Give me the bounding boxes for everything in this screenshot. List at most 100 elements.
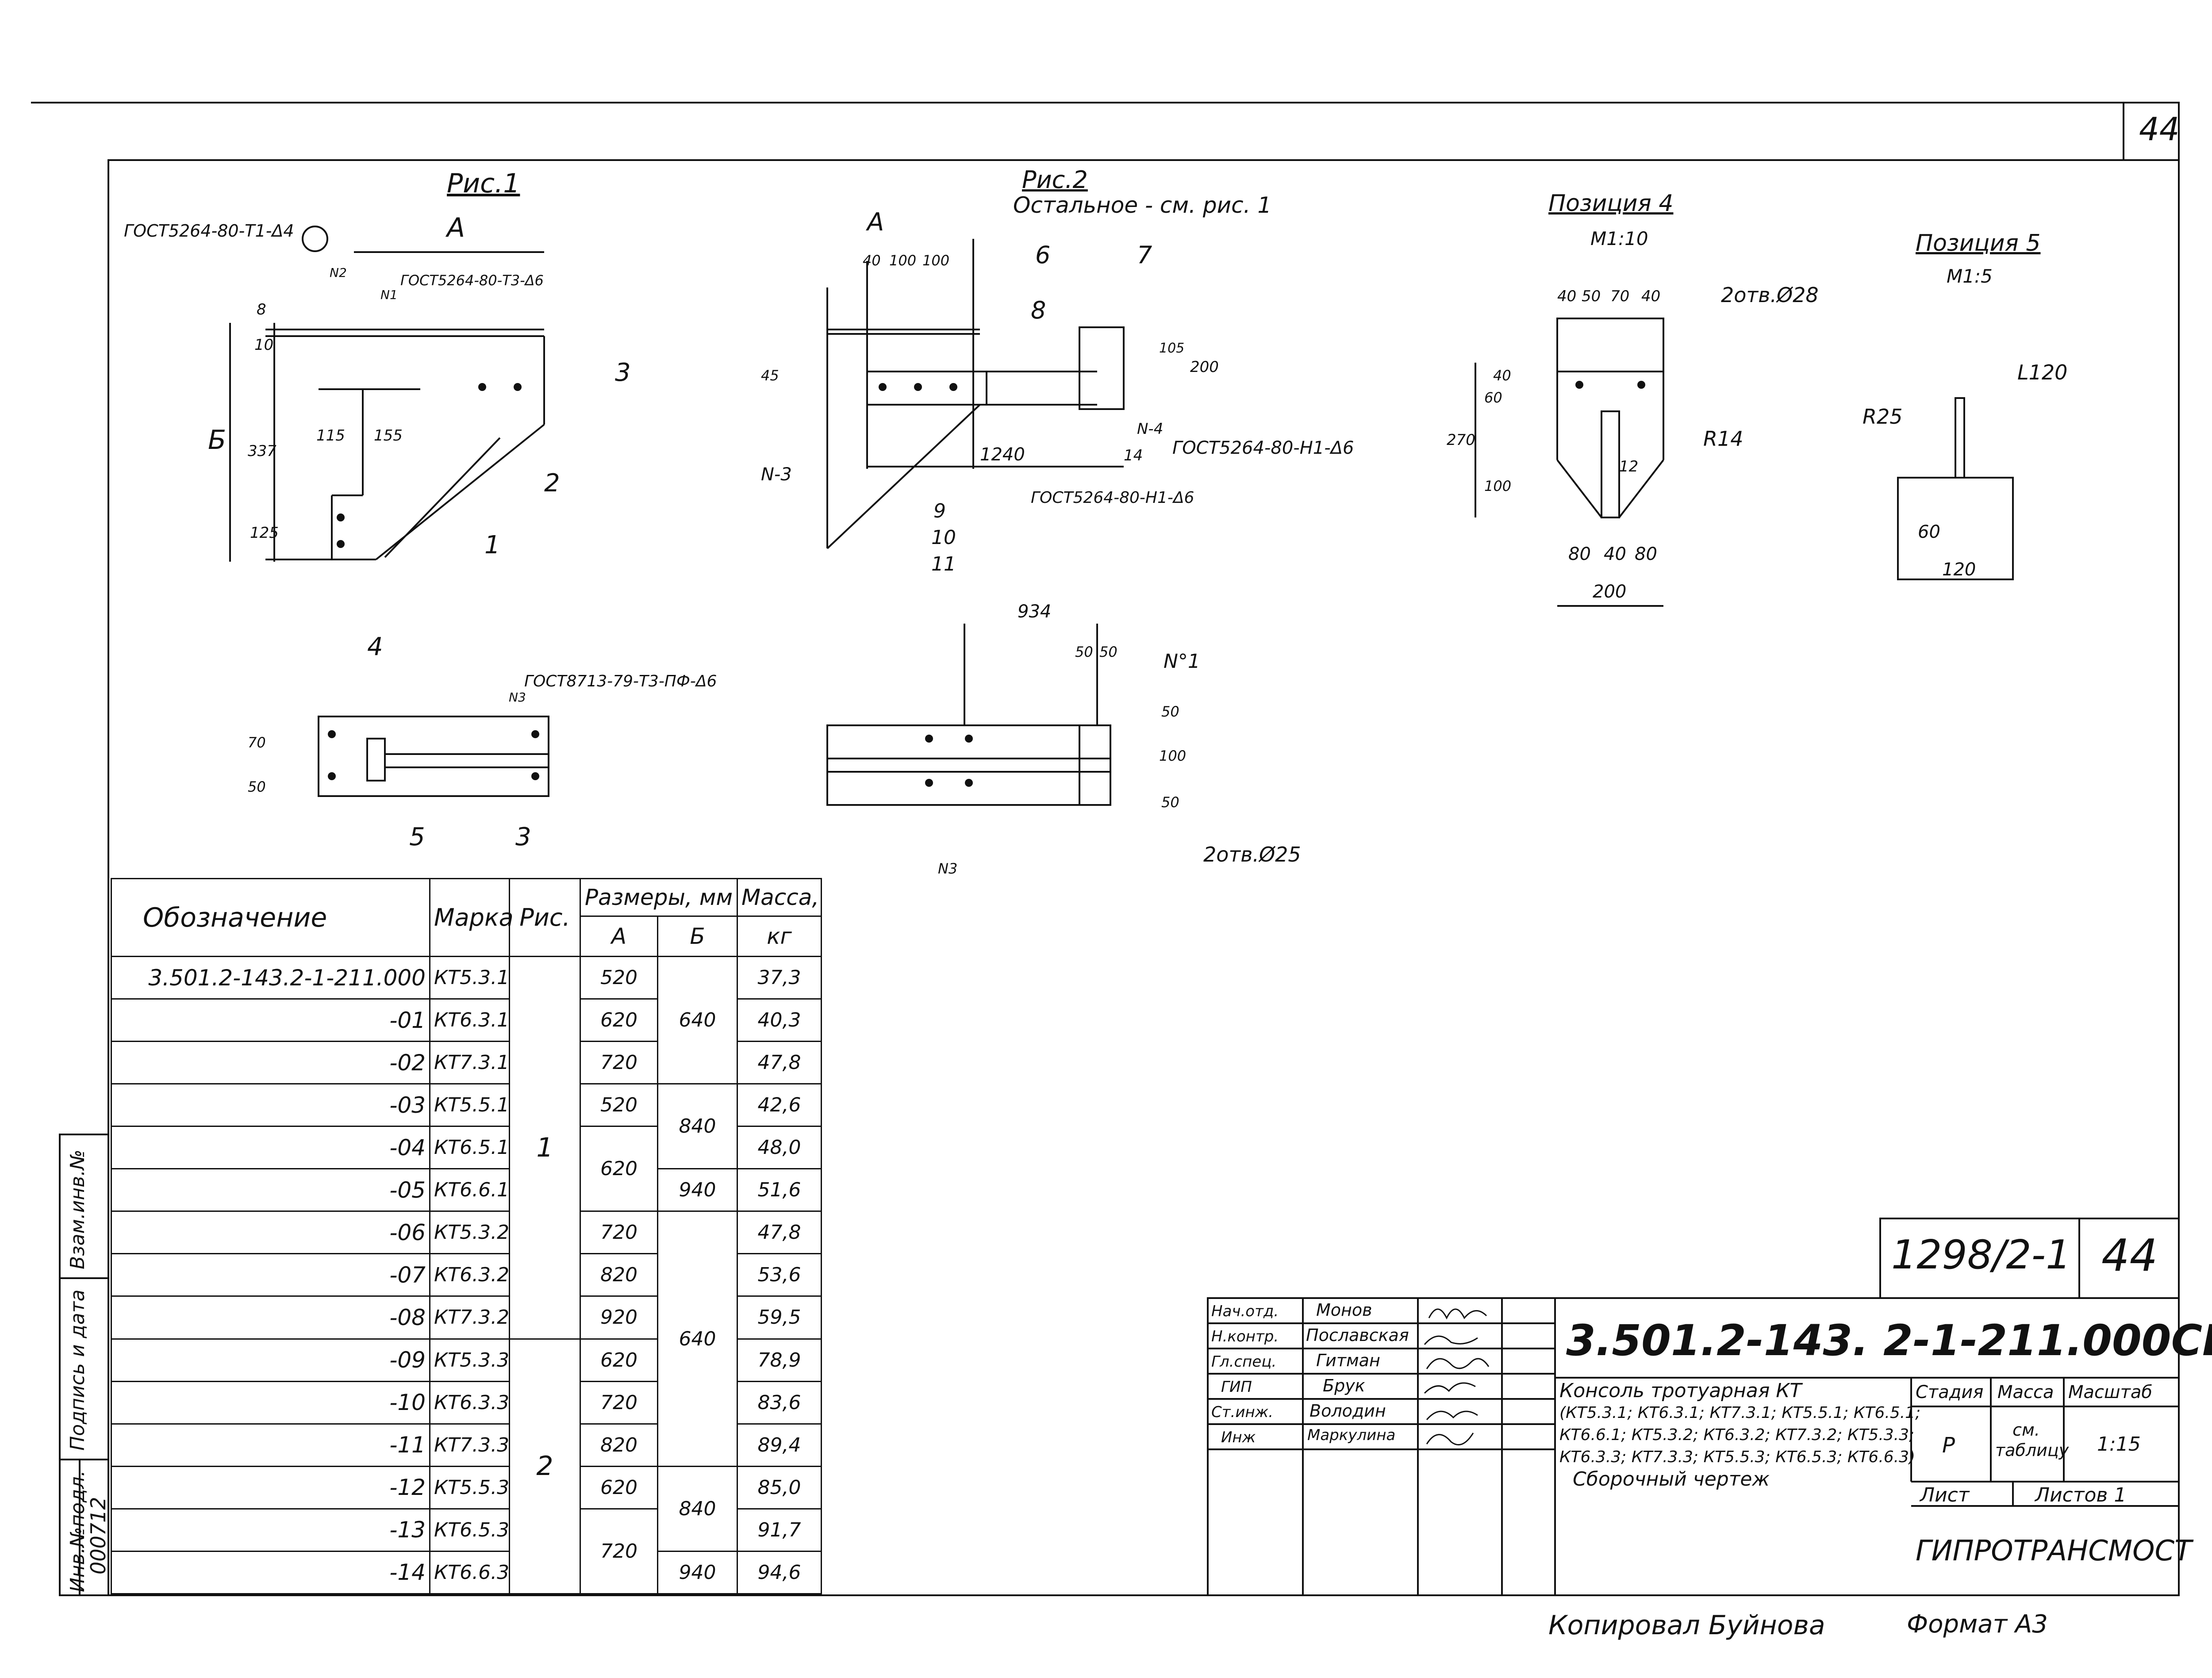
plan2-holes: 2отв.Ø25 [1203,843,1301,866]
header-designation: Обозначение [111,877,430,958]
fig1-dim-b: Б [208,425,227,456]
fig2-pos-9: 9 [933,500,946,522]
table-row-a: 820 [580,1423,658,1467]
sheet-format: Формат А3 [1907,1610,2048,1639]
table-row-a: 620 [580,1338,658,1382]
pos4-dim-4: 60 [1484,389,1502,406]
table-row-designation: -13 [111,1508,430,1552]
sign-role: Инж [1221,1429,1256,1446]
fig2-title: Рис.2 [1022,166,1088,194]
plan2-dim-1: 50 [1075,644,1093,660]
fig1-weld-mid: ГОСТ5264-80-Т3-Δ6 [400,272,544,289]
pos4-dim-5: 40 [1493,367,1511,384]
table-row-a: 920 [580,1295,658,1340]
stage-label: Стадия [1916,1382,1984,1402]
plan1-pos-4: 4 [367,632,383,661]
pos4-dim-3: 40 [1641,287,1661,305]
b-group-3: 640 [657,1211,738,1467]
sign-role: Гл.спец. [1211,1353,1277,1371]
pos5-radius: R25 [1863,405,1903,429]
pos4-dim-2: 70 [1610,287,1630,305]
table-row-designation: -08 [111,1295,430,1340]
pos5-scale: М1:5 [1947,265,1993,287]
drawing-title: Консоль тротуарная КТ (КТ5.3.1; КТ6.3.1;… [1559,1380,1920,1490]
fig2-pos-7: 7 [1137,241,1152,269]
table-row-a: 720 [580,1041,658,1085]
table-row-mark: КТ7.3.3 [429,1423,510,1467]
header-mark: Марка [429,877,514,958]
plan1-pos-5: 5 [409,823,425,851]
plan1-dim-1: 50 [248,778,266,795]
table-row-a: 620 [580,1126,658,1212]
pos4-dim-10: 40 [1604,544,1626,564]
title-line-1: Консоль тротуарная КТ [1559,1379,1802,1402]
fig2-pos-8: 8 [1031,296,1046,324]
table-row-mass: 94,6 [737,1550,822,1595]
table-row-mass: 53,6 [737,1253,822,1297]
scale-label: Масштаб [2068,1382,2153,1402]
fig2-mark-n3: N-3 [761,464,792,485]
pos4-dim-6: 270 [1447,431,1475,449]
sign-name: Монов [1316,1300,1372,1320]
table-row-designation: -07 [111,1253,430,1297]
fig1-dim-a: А [447,212,465,243]
fig2-pos-11: 11 [931,553,956,575]
header-sizes: Размеры, мм [580,877,738,917]
sign-name: Брук [1323,1376,1365,1395]
table-row-mass: 89,4 [737,1423,822,1467]
plan2-dim-2: 50 [1099,644,1118,660]
pos4-dim-9: 80 [1568,544,1591,564]
fig1-mark-n1: N1 [380,287,398,302]
fig2-weld-b: ГОСТ5264-80-Н1-Δ6 [1031,489,1194,507]
table-row-designation: -05 [111,1168,430,1212]
fig1-dim-4: 115 [316,427,345,444]
pos4-scale: М1:10 [1590,228,1648,249]
table-row-designation: -11 [111,1423,430,1467]
table-row-designation: -06 [111,1211,430,1255]
table-row-mass: 37,3 [737,956,822,1000]
fig2-dim-1: 100 [889,252,917,269]
table-row-mark: КТ5.3.2 [429,1211,510,1255]
header-size-a: А [580,916,658,958]
table-row-designation: 3.501.2-143.2-1-211.000 [111,956,430,1000]
sign-name: Пославская [1306,1326,1409,1345]
fig2-dim-7: 200 [1190,358,1219,376]
pos4-dim-0: 40 [1557,287,1577,305]
fig2-dim-a: А [867,208,884,237]
fig2-mark-n4: N-4 [1137,420,1164,438]
specification-table: Обозначение Марка Рис. Размеры, мм Масса… [111,877,822,1595]
fig2-pos-6: 6 [1035,241,1051,269]
fig1-dim-0: 8 [257,301,266,318]
table-row-a: 620 [580,998,658,1042]
document-code: 3.501.2-143. 2-1-211.000СБ [1566,1316,2212,1365]
plan2-mark-top: N°1 [1164,650,1200,673]
sign-role: ГИП [1221,1378,1252,1396]
sign-name: Гитман [1316,1351,1380,1370]
fig1-dim-3: 125 [250,524,279,542]
fig2-dim-6: 105 [1159,341,1185,356]
table-row-mass: 51,6 [737,1168,822,1212]
mass-label: Масса [1997,1382,2054,1402]
table-row-mass: 59,5 [737,1295,822,1340]
header-size-b: Б [657,916,738,958]
plan1-dim-0: 70 [248,734,266,751]
table-row-mark: КТ5.3.3 [429,1338,510,1382]
b-group-0: 640 [657,956,738,1085]
plan1-mark-n3: N3 [509,690,526,705]
table-row-mass: 40,3 [737,998,822,1042]
fig2-dim-5: 14 [1124,447,1143,464]
fig1-pos-1: 1 [484,531,500,559]
mass-value: см. таблицу [1995,1420,2069,1460]
table-row-mark: КТ6.6.3 [429,1550,510,1595]
lists-label: Листов 1 [2035,1484,2127,1506]
plan1-pos-3: 3 [515,823,531,851]
pos5-dim-1: 120 [1942,559,1976,580]
table-row-mark: КТ7.3.1 [429,1041,510,1085]
copied-by: Копировал Буйнова [1548,1610,1825,1641]
table-row-mark: КТ6.3.2 [429,1253,510,1297]
fig1-pos-2: 2 [544,469,560,498]
table-row-mark: КТ5.3.1 [429,956,510,1000]
pos5-angle: L120 [2017,360,2068,384]
sheet-corner-number: 44 [2139,111,2180,148]
